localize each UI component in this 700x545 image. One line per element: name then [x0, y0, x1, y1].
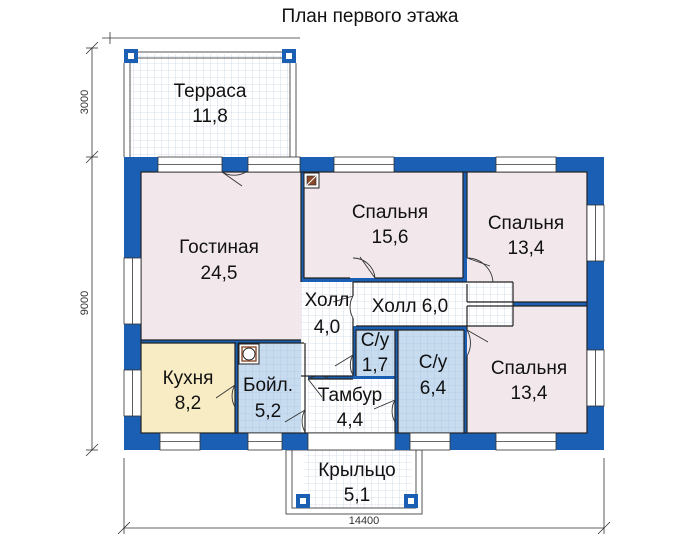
rooms [141, 172, 587, 433]
bedroom-1-name: Спальня [352, 202, 428, 223]
wc-1-area: 1,7 [362, 355, 388, 376]
terrace-name: Терраса [174, 81, 247, 102]
bedroom-2 [467, 172, 587, 302]
bedroom-2-name: Спальня [488, 213, 564, 234]
terrace [123, 49, 297, 157]
hall-1-area: 4,0 [314, 317, 340, 338]
stove-icon [303, 172, 320, 189]
bedroom-3-name: Спальня [491, 358, 567, 379]
dimension-lines [85, 32, 611, 535]
living-room-area: 24,5 [201, 263, 238, 284]
boiler-room-area: 5,2 [255, 401, 281, 422]
depth-dimension: 9000 [79, 291, 91, 315]
kitchen [141, 343, 235, 433]
bedroom-2-area: 13,4 [508, 238, 545, 259]
porch-name: Крыльцо [318, 460, 396, 481]
bedroom-1 [304, 172, 463, 278]
plan-title: План первого этажа [282, 6, 459, 27]
wc-1 [356, 330, 395, 376]
bedroom-1-area: 15,6 [372, 227, 409, 248]
kitchen-area: 8,2 [175, 393, 201, 414]
kitchen-name: Кухня [163, 368, 214, 389]
boiler-room-name: Бойл. [243, 375, 293, 396]
wc-2 [398, 330, 464, 433]
wc-2-area: 6,4 [420, 378, 447, 399]
bedroom-3 [467, 306, 587, 433]
living-room-name: Гостиная [179, 237, 259, 258]
hall-2-label: Холл 6,0 [372, 296, 448, 317]
hall-2 [353, 282, 513, 326]
wc-2-name: С/у [419, 352, 448, 373]
vestibule-area: 4,4 [337, 410, 364, 431]
porch-area: 5,1 [344, 485, 370, 506]
terrace-area: 11,8 [192, 106, 228, 127]
terrace-depth-dimension: 3000 [79, 90, 91, 114]
wc-1-name: С/у [361, 330, 390, 351]
hall-1-name: Холл [305, 290, 350, 311]
vestibule-name: Тамбур [318, 385, 383, 406]
bedroom-3-area: 13,4 [511, 383, 548, 404]
living-room [141, 172, 301, 340]
boiler-icon [238, 343, 260, 365]
width-dimension: 14400 [349, 515, 380, 527]
windows [123, 156, 605, 451]
door-swings [215, 171, 494, 433]
porch [285, 449, 423, 515]
